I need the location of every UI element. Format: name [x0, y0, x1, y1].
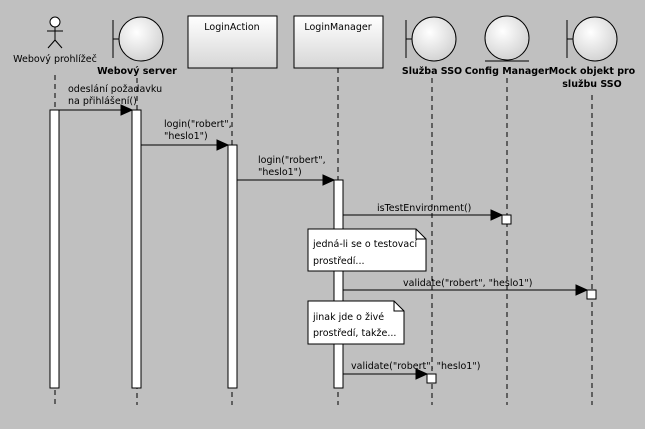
messages: [59, 104, 589, 380]
participant-mock-label-line2: službu SSO: [562, 79, 621, 90]
boundary-icon-webserver: [112, 16, 164, 62]
activation-mock: [586, 289, 597, 300]
arrowhead-1: [120, 104, 134, 116]
activation-webserver: [131, 109, 142, 389]
participant-loginaction-label: LoginAction: [204, 22, 259, 33]
arrowhead-5: [575, 284, 589, 296]
note-2-fold: [393, 301, 404, 312]
participant-loginmanager-label: LoginManager: [304, 22, 371, 33]
note-2-shape: [307, 300, 405, 345]
activation-loginaction: [227, 144, 238, 389]
participant-browser-label: Webový prohlížeč: [13, 54, 97, 65]
note-1: [307, 228, 427, 272]
message-label-1-line1: odeslání požadavku: [68, 84, 162, 95]
activation-configmanager: [501, 214, 512, 225]
message-label-4: isTestEnvironment(): [377, 203, 471, 214]
boundary-icon-sso: [405, 16, 457, 62]
activation-loginmanager: [333, 179, 344, 389]
activation-sso: [426, 373, 437, 384]
message-label-1-line2: na přihlášení(): [68, 96, 137, 107]
participant-sso-label: Služba SSO: [402, 66, 462, 77]
entity-icon-configmanager: [484, 15, 530, 62]
participant-loginmanager-box: [293, 15, 384, 69]
note-2-text-line1: jinak jde o živé: [312, 312, 384, 323]
arrowhead-6: [415, 368, 429, 380]
message-label-2-line1: login("robert",: [164, 119, 232, 130]
arrowhead-3: [322, 174, 336, 186]
participant-webserver-label: Webový server: [97, 66, 177, 77]
note-2-text-line2: prostředí, takže...: [313, 328, 396, 339]
boundary-icon-mock: [566, 16, 618, 62]
note-2: [307, 300, 405, 345]
message-label-5: validate("robert", "heslo1"): [403, 278, 532, 289]
message-label-3-line1: login("robert",: [258, 155, 326, 166]
activation-browser: [49, 109, 60, 389]
arrowhead-2: [216, 139, 230, 151]
note-1-text-line1: jedná-li se o testovací: [312, 239, 417, 250]
actor-browser: [47, 16, 63, 49]
actor-head: [49, 16, 61, 28]
note-1-text-line2: prostředí...: [313, 256, 365, 267]
participant-configmanager-label: Config Manager: [465, 66, 550, 77]
activations: [49, 109, 597, 389]
participant-mock-label-line1: Mock objekt pro: [549, 66, 636, 77]
message-label-3-line2: "heslo1"): [258, 167, 302, 178]
message-label-2-line2: "heslo1"): [164, 131, 208, 142]
note-1-shape: [307, 228, 427, 272]
note-1-fold: [415, 229, 426, 240]
participant-loginaction-box: [187, 15, 278, 69]
message-label-6: validate("robert", "heslo1"): [351, 361, 480, 372]
arrowhead-4: [490, 209, 504, 221]
